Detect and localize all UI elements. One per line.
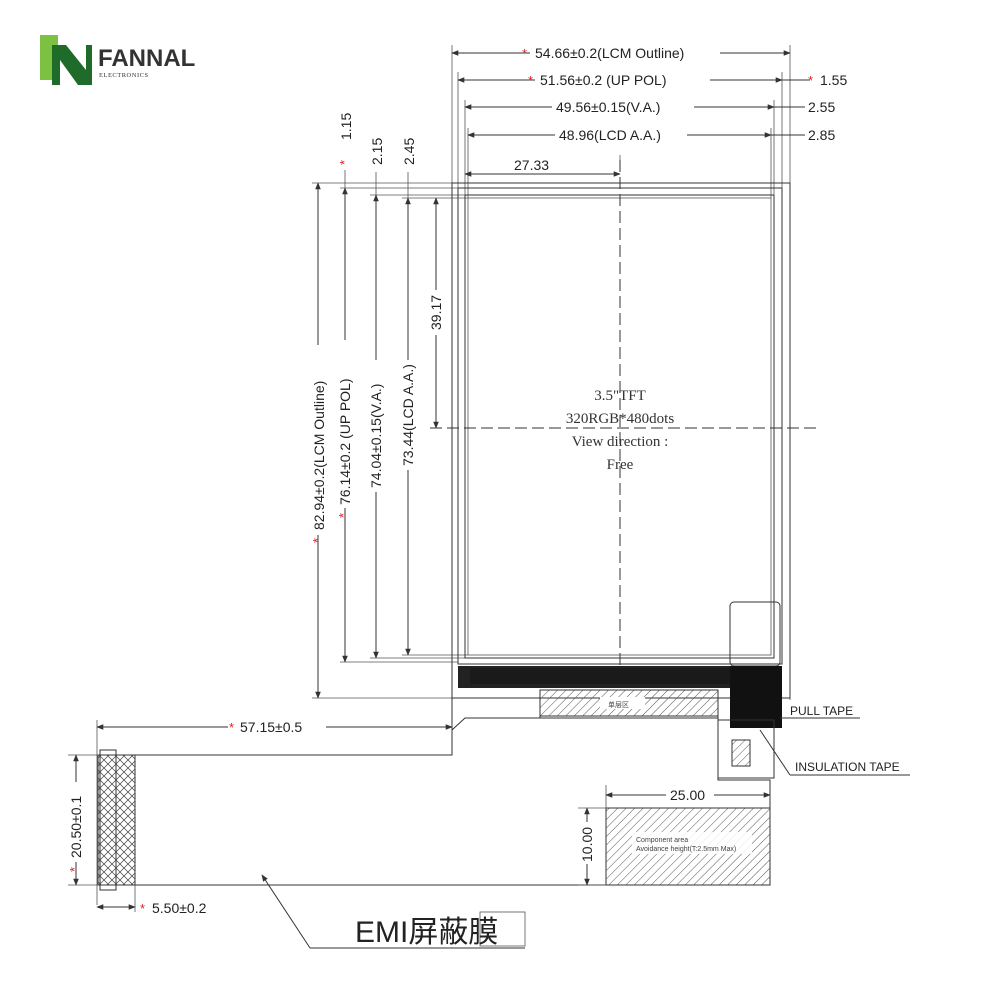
- dim-fpc-length: 57.15±0.5: [240, 719, 302, 735]
- callouts: PULL TAPE INSULATION TAPE EMI屏蔽膜: [261, 704, 910, 949]
- svg-text:*: *: [310, 538, 325, 543]
- component-note-1: Component area: [636, 837, 688, 844]
- dim-offset-right-1: 1.55: [820, 72, 847, 88]
- dim-up-pol-w: 51.56±0.2 (UP POL): [540, 72, 667, 88]
- dim-lcm-outline-h: 82.94±0.2(LCM Outline): [311, 381, 327, 530]
- dim-stiffener-width: 25.00: [670, 787, 705, 803]
- dim-lcd-aa-w: 48.96(LCD A.A.): [559, 127, 661, 143]
- panel-size: 3.5"TFT: [594, 388, 646, 404]
- dim-offset-right-3: 2.85: [808, 127, 835, 143]
- svg-text:*: *: [67, 867, 82, 872]
- svg-text:*: *: [528, 73, 533, 88]
- svg-text:*: *: [140, 901, 145, 916]
- brand-logo: FANNAL ELECTRONICS: [40, 35, 195, 85]
- dim-offset-top-3: 2.45: [401, 138, 417, 165]
- svg-text:*: *: [808, 73, 813, 88]
- dim-va-w: 49.56±0.15(V.A.): [556, 99, 660, 115]
- svg-text:*: *: [229, 720, 234, 735]
- height-dimensions: 82.94±0.2(LCM Outline) * 76.14±0.2 (UP P…: [306, 113, 468, 699]
- dim-fpc-width: 20.50±0.1: [68, 796, 84, 858]
- brand-name: FANNAL: [98, 45, 195, 72]
- panel-view-free: Free: [607, 457, 634, 473]
- panel-resolution: 320RGB*480dots: [566, 411, 675, 427]
- fpc: 单层区 Component area Avoidance height(T:2.…: [97, 689, 775, 891]
- width-dimensions: * 54.66±0.2(LCM Outline) * 51.56±0.2 (UP…: [451, 44, 847, 700]
- svg-text:*: *: [336, 513, 351, 518]
- dim-up-pol-h: 76.14±0.2 (UP POL): [337, 379, 353, 506]
- fpc-dimensions: * 57.15±0.5 20.50±0.1 * * 5.50±0.2 25.00…: [65, 718, 771, 916]
- logo-mark-front: [52, 45, 92, 85]
- dim-offset-top-2: 2.15: [369, 138, 385, 165]
- svg-text:*: *: [522, 46, 527, 61]
- pull-tape-label: PULL TAPE: [790, 704, 853, 718]
- dim-offset-right-2: 2.55: [808, 99, 835, 115]
- panel-view-direction: View direction :: [572, 434, 669, 450]
- dim-offset-top-1: 1.15: [338, 113, 354, 140]
- emi-label: EMI屏蔽膜: [355, 916, 498, 949]
- dim-center-y: 39.17: [428, 295, 444, 330]
- dim-center-x: 27.33: [514, 157, 549, 173]
- dim-finger-length: 5.50±0.2: [152, 900, 207, 916]
- dim-stiffener-height: 10.00: [579, 827, 595, 862]
- dim-lcd-aa-h: 73.44(LCD A.A.): [400, 364, 416, 466]
- insulation-tape-label: INSULATION TAPE: [795, 760, 900, 774]
- single-layer-label: 单层区: [608, 700, 629, 709]
- dim-lcm-outline-w: 54.66±0.2(LCM Outline): [535, 45, 684, 61]
- dim-va-h: 74.04±0.15(V.A.): [368, 384, 384, 488]
- lcm-module: 3.5"TFT 320RGB*480dots View direction : …: [430, 160, 820, 728]
- svg-text:*: *: [337, 160, 352, 165]
- component-note-2: Avoidance height(T:2.5mm Max): [636, 846, 736, 853]
- brand-sub: ELECTRONICS: [99, 72, 149, 79]
